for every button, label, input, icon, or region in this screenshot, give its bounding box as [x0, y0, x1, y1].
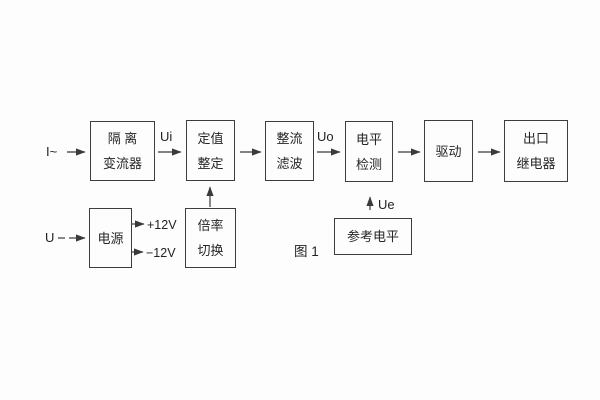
block-setting-line1: 定值 — [197, 130, 224, 146]
block-rectifier-filter: 整流 滤波 — [265, 121, 314, 181]
label-uo: Uo — [317, 129, 334, 144]
block-setting-line2: 整定 — [197, 155, 224, 171]
block-relay-line2: 继电器 — [516, 156, 556, 171]
block-isolation-line2: 变流器 — [102, 156, 142, 171]
block-drive-line1: 驱动 — [435, 143, 462, 159]
block-multiplier-line1: 倍率 — [197, 218, 224, 233]
label-input-current: I~ — [46, 144, 58, 159]
label-ui: Ui — [160, 129, 173, 144]
block-relay-line1: 出口 — [522, 131, 549, 146]
block-reference-level: 参考电平 — [334, 218, 412, 255]
block-output-relay: 出口 继电器 — [504, 120, 568, 182]
figure-caption: 图 1 — [294, 244, 319, 259]
block-level-line2: 检测 — [355, 156, 382, 172]
label-minus-12v: −12V — [146, 246, 176, 260]
label-input-voltage: U — [45, 230, 55, 245]
block-level-line1: 电平 — [355, 131, 382, 147]
block-power-supply: 电源 — [89, 208, 132, 268]
block-multiplier-switch: 倍率 切换 — [185, 208, 236, 268]
block-reference-line1: 参考电平 — [346, 229, 399, 244]
block-drive: 驱动 — [424, 120, 473, 182]
block-rectifier-line2: 滤波 — [276, 156, 303, 171]
block-multiplier-line2: 切换 — [197, 243, 224, 258]
block-isolation-transformer: 隔 离 变流器 — [90, 121, 155, 181]
label-plus-12v: +12V — [147, 218, 177, 232]
block-power-line1: 电源 — [97, 230, 124, 246]
block-level-detect: 电平 检测 — [345, 121, 393, 182]
block-rectifier-line1: 整流 — [276, 131, 303, 146]
block-setting-adjust: 定值 整定 — [186, 120, 235, 181]
label-ue: Ue — [378, 197, 395, 212]
block-isolation-line1: 隔 离 — [107, 131, 138, 146]
